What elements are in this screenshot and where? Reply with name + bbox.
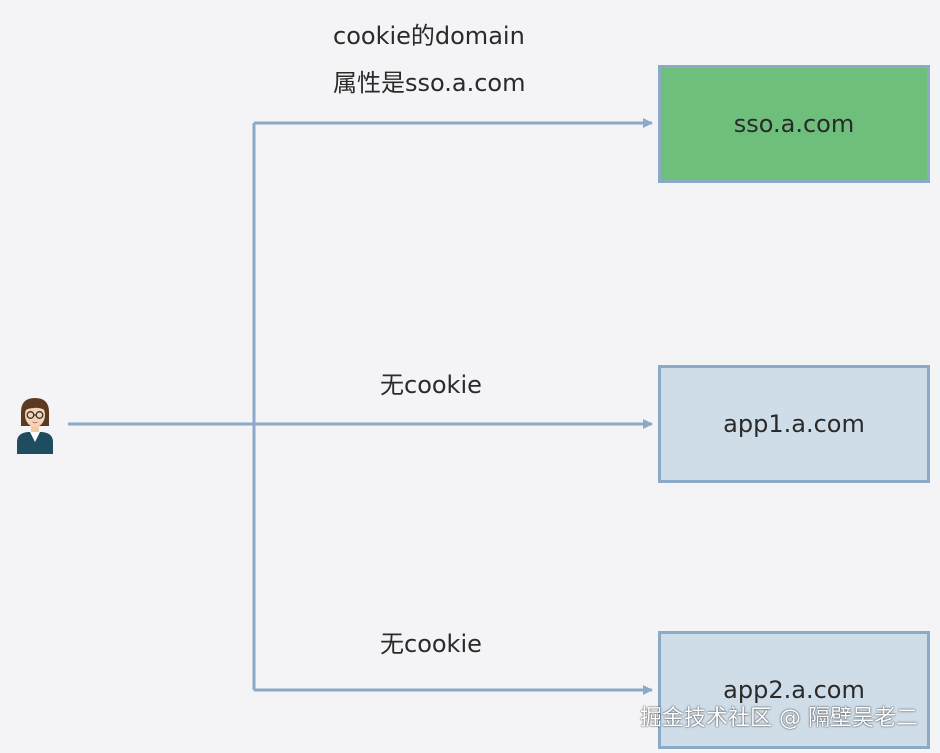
node-sso: sso.a.com xyxy=(658,65,930,183)
watermark: 掘金技术社区 @ 隔壁吴老二 xyxy=(640,706,918,731)
node-sso-label: sso.a.com xyxy=(733,110,855,138)
node-app2: app2.a.com xyxy=(658,631,930,749)
edge-label-sso-line2: 属性是sso.a.com xyxy=(333,69,526,97)
edge-label-app1: 无cookie xyxy=(380,371,482,399)
node-app1-label: app1.a.com xyxy=(723,410,865,438)
user-avatar-icon xyxy=(17,398,53,454)
node-app2-label: app2.a.com xyxy=(723,676,865,704)
edge-label-sso-line1: cookie的domain xyxy=(333,22,525,50)
edge-label-app2: 无cookie xyxy=(380,630,482,658)
node-app1: app1.a.com xyxy=(658,365,930,483)
